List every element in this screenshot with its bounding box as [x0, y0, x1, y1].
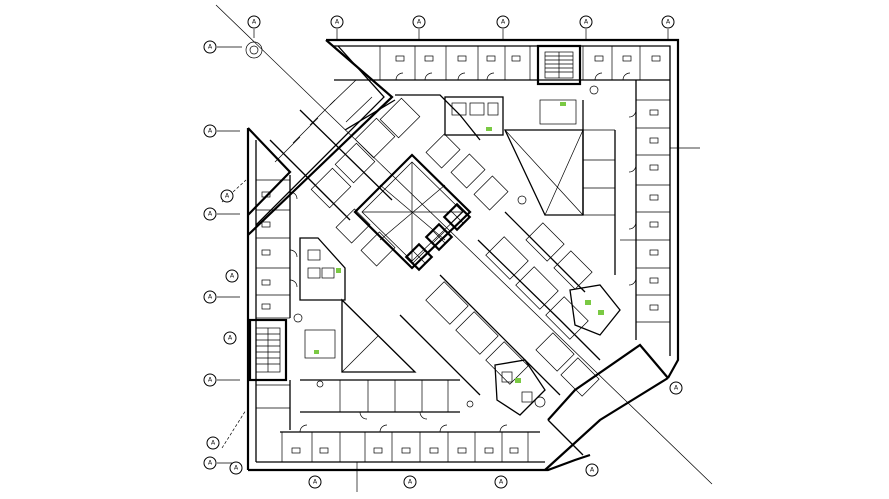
grid-bubble-bottom-3: A: [494, 475, 508, 489]
building-outline: [246, 38, 680, 472]
grid-bubble-bottom-1: A: [308, 475, 322, 489]
svg-text:A: A: [408, 479, 413, 486]
svg-text:A: A: [208, 377, 213, 384]
grid-bubble-top-3: A: [412, 15, 426, 29]
svg-text:A: A: [674, 385, 679, 392]
open-area-upper-right: [503, 129, 584, 216]
grid-bubble-left-2: A: [203, 124, 217, 138]
restroom-core-lower-right: [494, 284, 621, 416]
bottom-office-row: [280, 379, 540, 462]
svg-text:A: A: [501, 19, 506, 26]
svg-text:A: A: [335, 19, 340, 26]
open-area-lower-left: [341, 298, 417, 373]
svg-text:A: A: [230, 273, 235, 280]
grid-bubble-left-7: A: [223, 331, 237, 345]
svg-text:A: A: [228, 335, 233, 342]
svg-text:A: A: [417, 19, 422, 26]
left-leader-dashed-2: [221, 409, 247, 449]
svg-text:A: A: [208, 294, 213, 301]
grid-bubble-left-5: A: [225, 269, 239, 283]
svg-text:A: A: [208, 44, 213, 51]
svg-text:A: A: [234, 465, 239, 472]
svg-text:A: A: [225, 193, 230, 200]
svg-text:A: A: [208, 460, 213, 467]
central-diagonal-wing: [399, 211, 601, 397]
svg-text:A: A: [666, 19, 671, 26]
grid-leaders: [217, 29, 669, 464]
grid-bubble-top-1: A: [247, 15, 261, 29]
grid-bubble-right-1: A: [669, 381, 683, 395]
svg-text:A: A: [313, 479, 318, 486]
left-stair: [248, 318, 288, 382]
grid-bubble-left-9: A: [206, 436, 220, 450]
grid-bubble-left-3: A: [220, 189, 234, 203]
structural-columns: [245, 41, 599, 408]
svg-text:A: A: [211, 440, 216, 447]
svg-text:A: A: [208, 211, 213, 218]
svg-text:A: A: [499, 479, 504, 486]
grid-bubble-left-11: A: [229, 461, 243, 475]
top-stair: [536, 44, 582, 86]
diagonal-grid-line: [215, 4, 713, 485]
restroom-core-top: [444, 96, 577, 136]
grid-bubble-left-10: A: [203, 456, 217, 470]
grid-bubble-bottom-2: A: [403, 475, 417, 489]
grid-bubble-top-2: A: [330, 15, 344, 29]
grid-bubble-top-4: A: [496, 15, 510, 29]
grid-bubble-left-8: A: [203, 373, 217, 387]
grid-bubble-left-6: A: [203, 290, 217, 304]
top-office-row: [334, 46, 670, 81]
grid-bubble-bottom-4: A: [585, 463, 599, 477]
grid-bubble-left-1: A: [203, 40, 217, 54]
restroom-core-left: [299, 237, 346, 359]
elevator-cores: [404, 202, 472, 272]
grid-bubble-top-6: A: [661, 15, 675, 29]
central-atrium: [353, 153, 472, 270]
grid-bubble-left-4: A: [203, 207, 217, 221]
right-office-column: [582, 80, 670, 340]
svg-text:A: A: [252, 19, 257, 26]
svg-text:A: A: [208, 128, 213, 135]
svg-text:A: A: [590, 467, 595, 474]
upper-left-diagonal-offices: [269, 79, 509, 267]
svg-text:A: A: [584, 19, 589, 26]
left-office-column: [256, 175, 291, 430]
door-swings: [289, 72, 637, 433]
grid-bubble-top-5: A: [579, 15, 593, 29]
